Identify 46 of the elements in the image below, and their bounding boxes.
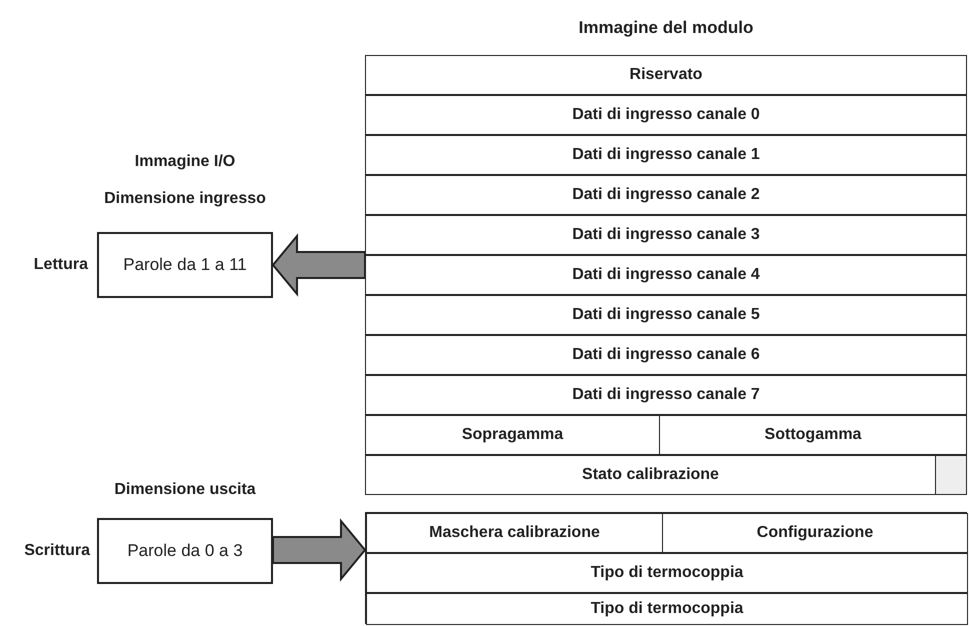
shaded-cell <box>935 455 967 495</box>
register-cell <box>365 95 967 135</box>
cell-text: Configurazione <box>756 524 874 542</box>
cell-text: Dati di ingresso canale 6 <box>572 346 760 364</box>
register-cell <box>365 335 967 375</box>
cell-text: Dati di ingresso canale 0 <box>572 106 760 124</box>
register-cell <box>365 295 967 335</box>
word-range-box <box>97 518 273 584</box>
side-label: Lettura <box>32 256 88 274</box>
cell-text: Dati di ingresso canale 4 <box>572 266 760 284</box>
box-text: Parole da 0 a 3 <box>127 541 243 561</box>
register-cell <box>365 55 967 95</box>
box-text: Parole da 1 a 11 <box>123 255 247 275</box>
register-cell <box>659 415 967 455</box>
size-heading: Dimensione uscita <box>113 481 257 499</box>
cell-text: Dati di ingresso canale 7 <box>572 386 760 404</box>
register-table <box>365 512 967 624</box>
register-cell <box>365 215 967 255</box>
table-title: Immagine del modulo <box>578 18 754 38</box>
word-range-box <box>97 232 273 298</box>
cell-text: Maschera calibrazione <box>429 524 600 542</box>
cell-text: Sottogamma <box>764 426 862 444</box>
register-cell <box>366 593 968 625</box>
cell-text: Stato calibrazione <box>582 466 719 484</box>
size-heading: Dimensione ingresso <box>103 190 267 208</box>
register-cell <box>365 175 967 215</box>
register-cell <box>365 375 967 415</box>
register-cell <box>662 513 968 553</box>
cell-text: Riservato <box>630 66 702 84</box>
side-label: Scrittura <box>23 542 90 560</box>
cell-text: Sopragamma <box>462 426 564 444</box>
register-cell <box>365 415 660 455</box>
section-heading: Immagine I/O <box>134 153 236 171</box>
cell-text: Dati di ingresso canale 2 <box>572 186 760 204</box>
cell-text: Dati di ingresso canale 3 <box>572 226 760 244</box>
block-arrow <box>272 518 366 582</box>
register-cell <box>365 255 967 295</box>
register-cell <box>365 455 936 495</box>
block-arrow <box>272 233 366 297</box>
register-cell <box>366 513 663 553</box>
register-cell <box>365 135 967 175</box>
cell-text: Dati di ingresso canale 5 <box>572 306 760 324</box>
cell-text: Dati di ingresso canale 1 <box>572 146 760 164</box>
register-cell <box>366 553 968 593</box>
cell-text: Tipo di termocoppia <box>590 564 744 582</box>
cell-text: Tipo di termocoppia <box>590 600 744 618</box>
